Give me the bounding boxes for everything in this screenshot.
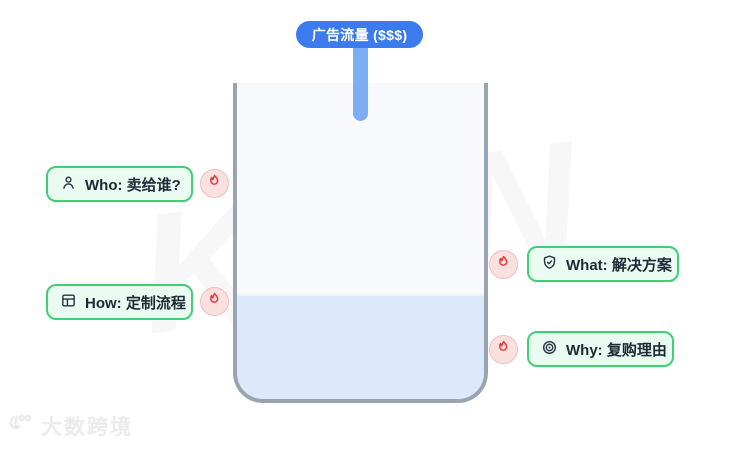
- ad-traffic-pill[interactable]: 广告流量 ($$$): [296, 21, 423, 48]
- node-who[interactable]: Who: 卖给谁?: [46, 166, 193, 202]
- node-what[interactable]: What: 解决方案: [527, 246, 679, 282]
- flame-badge-how[interactable]: [200, 287, 229, 316]
- flame-icon: [206, 291, 223, 313]
- brand-logo-icon: [8, 412, 36, 441]
- flame-icon: [495, 339, 512, 361]
- target-icon: [541, 339, 558, 360]
- node-how-label: How: 定制流程: [85, 294, 186, 312]
- brand-watermark: 大数跨境: [8, 411, 133, 441]
- node-how[interactable]: How: 定制流程: [46, 284, 193, 320]
- funnel-container[interactable]: [233, 83, 488, 403]
- flame-icon: [206, 173, 223, 195]
- flow-stream: [353, 46, 368, 121]
- person-icon: [60, 174, 77, 195]
- flame-badge-what[interactable]: [489, 250, 518, 279]
- layout-icon: [60, 292, 77, 313]
- flame-badge-who[interactable]: [200, 169, 229, 198]
- ad-traffic-label: 广告流量 ($$$): [311, 26, 408, 43]
- brand-watermark-text: 大数跨境: [41, 416, 133, 439]
- node-why-label: Why: 复购理由: [566, 341, 667, 359]
- shield-check-icon: [541, 254, 558, 275]
- node-why[interactable]: Why: 复购理由: [527, 331, 674, 367]
- node-what-label: What: 解决方案: [566, 256, 672, 274]
- liquid-fill: [237, 294, 484, 399]
- flame-icon: [495, 254, 512, 276]
- flame-badge-why[interactable]: [489, 335, 518, 364]
- node-who-label: Who: 卖给谁?: [85, 176, 181, 194]
